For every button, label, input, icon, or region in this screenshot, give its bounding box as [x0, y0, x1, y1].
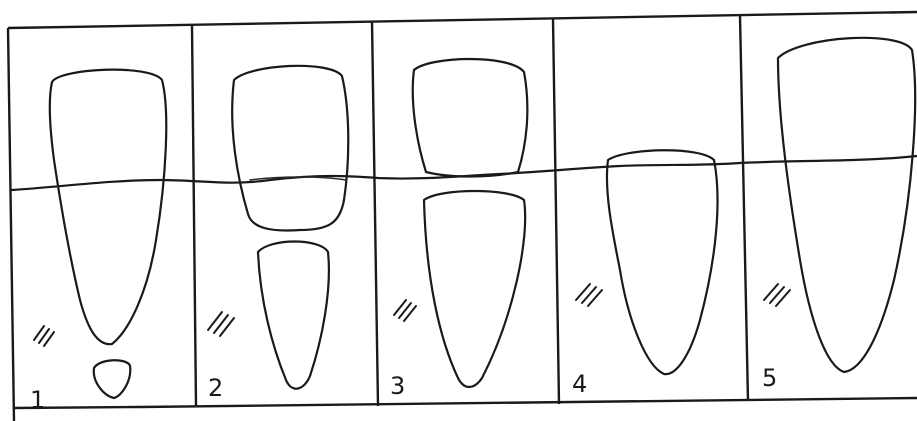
- panel-2: 2: [208, 66, 348, 402]
- hatch-mark-4: [576, 284, 602, 306]
- panel-divider-1: [192, 26, 196, 407]
- hatch-mark-3: [394, 300, 416, 321]
- panel-label-3: 3: [390, 372, 405, 400]
- panel-label-2: 2: [208, 374, 223, 402]
- panel-label-5: 5: [762, 364, 777, 392]
- crown-2: [232, 66, 348, 231]
- panel-5: 5: [762, 38, 915, 392]
- hatch-mark-1: [34, 326, 54, 346]
- panel-divider-4: [740, 16, 748, 401]
- diagram-frame: [8, 12, 917, 421]
- crown-2-break-line: [250, 177, 346, 180]
- panel-1: 1: [30, 70, 166, 414]
- hatch-mark-5: [764, 284, 790, 306]
- hatch-mark-2: [208, 312, 234, 336]
- root-fragment-1: [94, 360, 130, 398]
- root-3: [424, 191, 525, 387]
- panel-label-1: 1: [30, 386, 45, 414]
- panel-divider-3: [553, 19, 559, 404]
- panel-label-4: 4: [572, 370, 587, 398]
- tooth-5: [778, 38, 915, 372]
- panel-divider-2: [372, 22, 378, 406]
- tooth-4: [607, 150, 718, 374]
- crown-3: [413, 59, 528, 177]
- gum-line: [12, 156, 917, 190]
- panel-4: 4: [572, 150, 718, 398]
- panel-3: 3: [390, 59, 527, 400]
- tooth-1: [50, 70, 166, 345]
- root-2: [258, 242, 329, 389]
